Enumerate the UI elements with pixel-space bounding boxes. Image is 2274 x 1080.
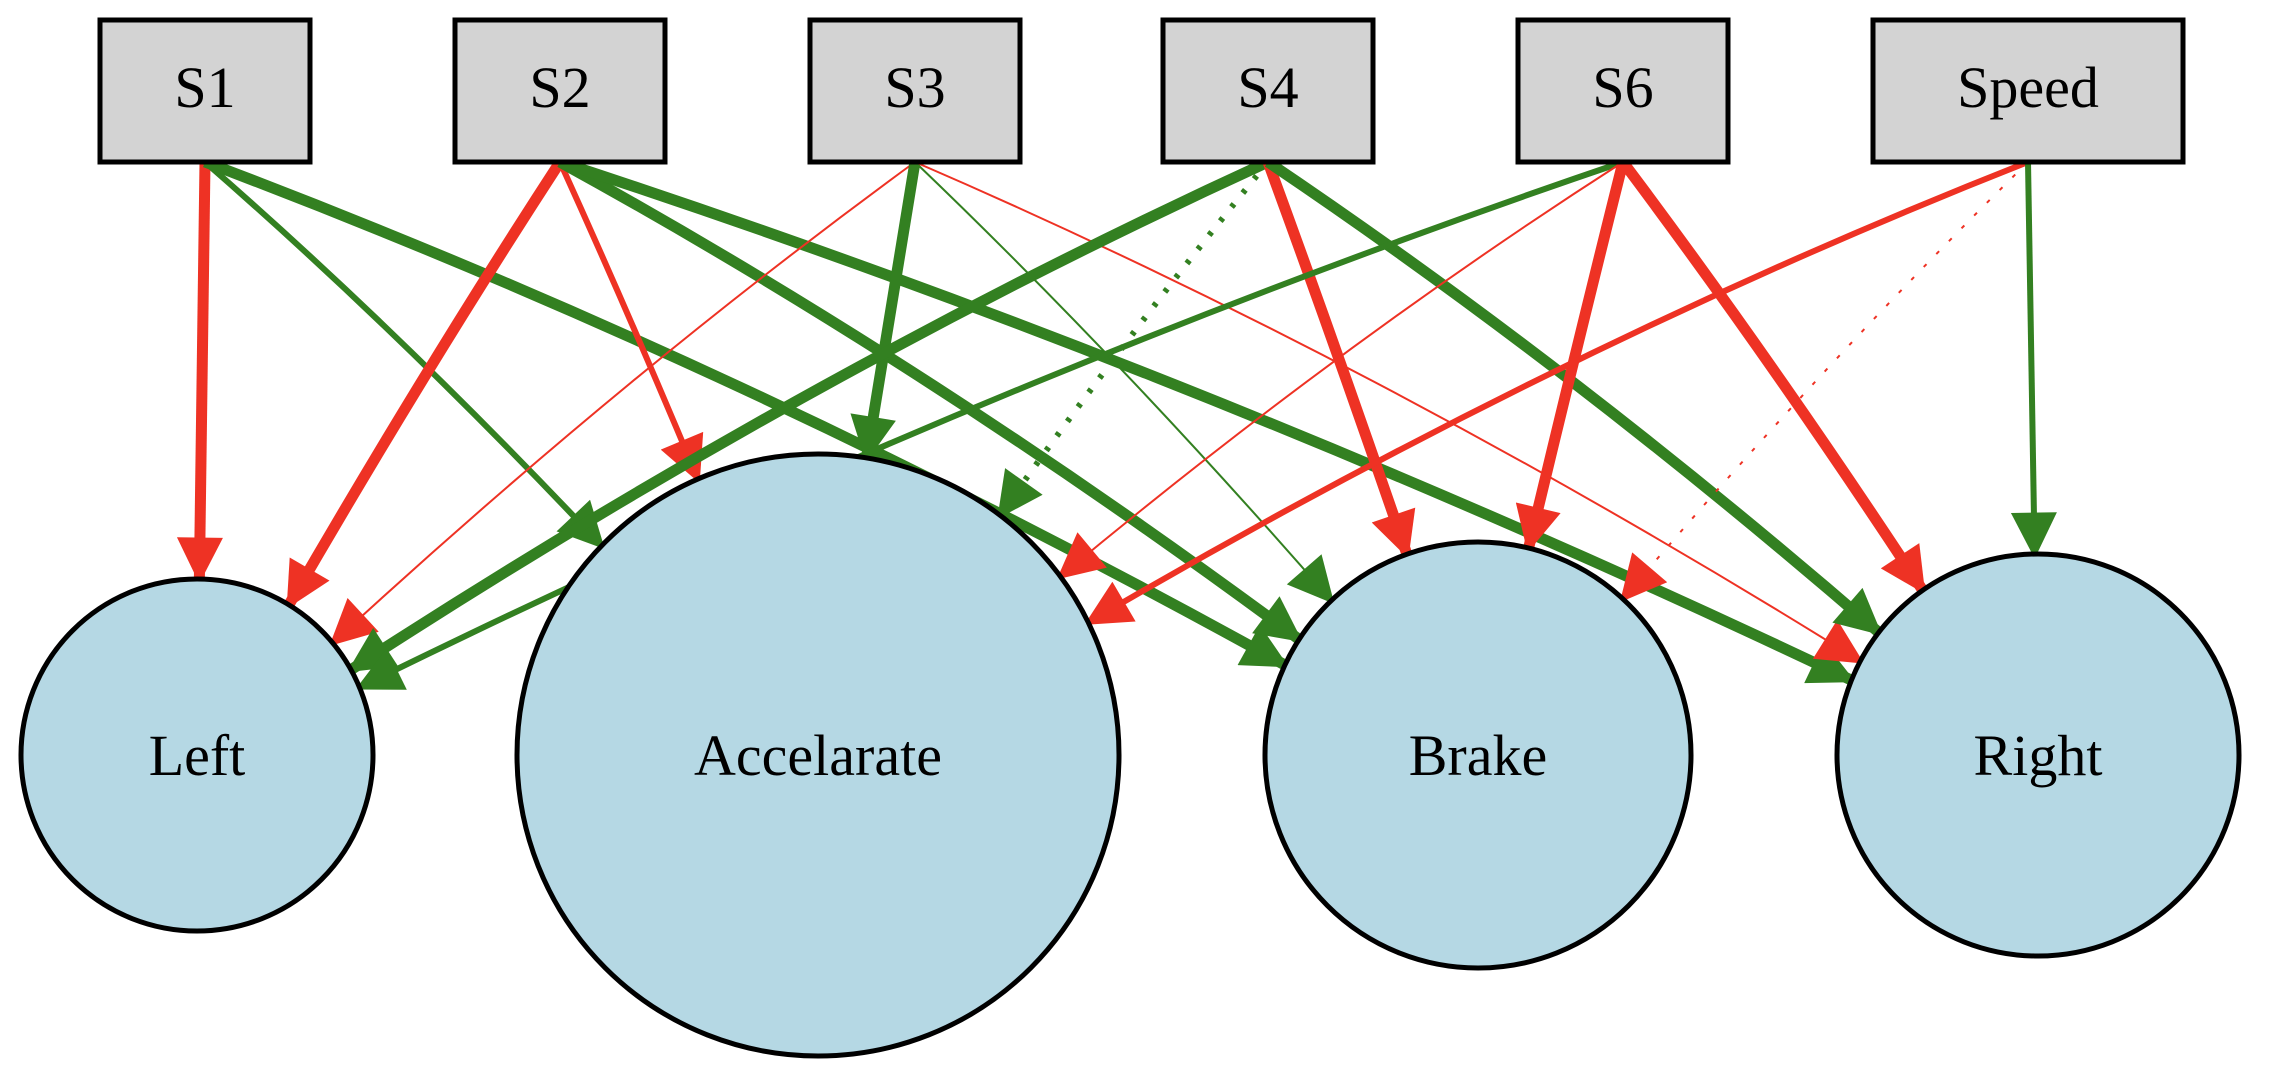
edge-s1-to-brake — [203, 156, 1289, 670]
input-node-label: S2 — [529, 55, 590, 120]
edge-speed-brake — [1619, 161, 2029, 603]
edge-speed-to-right — [2010, 161, 2057, 559]
edge-s1-to-accelarate — [203, 159, 605, 550]
input-node-label: S3 — [884, 55, 945, 120]
edge-s6-to-accelarate — [1056, 161, 1624, 580]
edge-s4-to-accelarate — [997, 160, 1271, 519]
output-node-label: Accelarate — [694, 723, 942, 788]
edge-s1-accelarate — [203, 159, 605, 550]
input-node-label: S4 — [1237, 55, 1298, 120]
edge-s2-to-left — [284, 159, 565, 609]
edge-s3-to-accelarate — [850, 161, 921, 463]
output-node-brake[interactable]: Brake — [1262, 539, 1694, 971]
edge-s1-brake — [203, 156, 1289, 670]
edge-s4-left — [347, 156, 1271, 675]
edge-s4-brake — [1262, 160, 1416, 559]
edge-s3-brake — [914, 161, 1335, 605]
output-node-label: Right — [1974, 723, 2103, 788]
edge-s6-right — [1618, 158, 1928, 595]
input-node-s3[interactable]: S3 — [807, 17, 1023, 165]
input-node-label: S1 — [174, 55, 235, 120]
edge-s4-to-left — [347, 156, 1271, 675]
edge-s1-to-left — [176, 161, 223, 584]
edge-s6-to-right — [1618, 158, 1928, 595]
edge-s6-brake — [1515, 160, 1629, 553]
edge-speed-accelarate — [1084, 159, 2030, 626]
input-node-s1[interactable]: S1 — [97, 17, 313, 165]
edge-s6-to-brake — [1515, 160, 1629, 553]
output-node-label: Left — [149, 723, 246, 788]
input-node-s4[interactable]: S4 — [1160, 17, 1376, 165]
output-node-left[interactable]: Left — [18, 576, 376, 934]
edge-s4-accelarate — [997, 160, 1271, 519]
input-node-speed[interactable]: Speed — [1870, 17, 2186, 165]
input-node-s6[interactable]: S6 — [1515, 17, 1731, 165]
edge-s3-to-brake — [914, 161, 1335, 605]
edge-speed-to-accelarate — [1084, 159, 2030, 626]
edge-s4-to-brake — [1262, 160, 1416, 559]
edge-speed-right — [2010, 161, 2057, 559]
edge-s3-right — [914, 161, 1865, 664]
output-node-accelarate[interactable]: Accelarate — [514, 451, 1122, 1059]
edges-layer — [176, 156, 2057, 691]
edge-speed-to-brake — [1619, 161, 2029, 603]
input-node-s2[interactable]: S2 — [452, 17, 668, 165]
edge-s6-to-left — [355, 159, 1624, 691]
edge-s3-left — [329, 161, 916, 647]
edge-s2-left — [284, 159, 565, 609]
edge-s6-accelarate — [1056, 161, 1624, 580]
input-node-label: S6 — [1592, 55, 1653, 120]
output-node-label: Brake — [1409, 723, 1548, 788]
edge-s6-left — [355, 159, 1624, 691]
edge-s2-accelarate — [557, 160, 704, 484]
edge-s1-left — [176, 161, 223, 584]
input-node-label: Speed — [1957, 55, 2099, 120]
edge-s3-to-left — [329, 161, 916, 647]
edge-s2-to-accelarate — [557, 160, 704, 484]
edge-s3-accelarate — [850, 161, 921, 463]
output-node-right[interactable]: Right — [1834, 551, 2242, 959]
edge-s3-to-right — [914, 161, 1865, 664]
